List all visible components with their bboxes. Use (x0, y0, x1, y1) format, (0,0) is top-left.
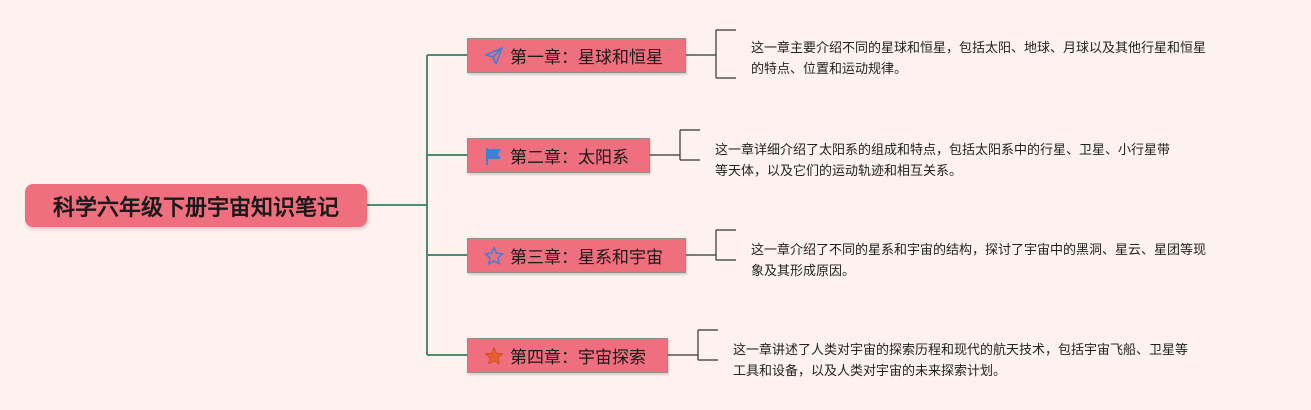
chapter-description-4: 这一章讲述了人类对宇宙的探索历程和现代的航天技术，包括宇宙飞船、卫星等 工具和设… (733, 340, 1188, 382)
star-outline-icon (484, 246, 504, 266)
chapter-node-4[interactable]: 第四章：宇宙探索 (467, 338, 668, 373)
flag-icon (484, 146, 504, 166)
paper-plane-icon (484, 46, 504, 66)
description-line: 的特点、位置和运动规律。 (751, 62, 908, 77)
chapter-label-3: 第三章：星系和宇宙 (510, 248, 663, 268)
description-line: 象及其形成原因。 (751, 264, 856, 279)
chapter-node-3[interactable]: 第三章：星系和宇宙 (467, 238, 686, 273)
chapter-label-1: 第一章：星球和恒星 (510, 48, 663, 68)
chapter-description-3: 这一章介绍了不同的星系和宇宙的结构，探讨了宇宙中的黑洞、星云、星团等现 象及其形… (751, 240, 1206, 282)
chapter-label-2: 第二章：太阳系 (510, 148, 629, 168)
description-line: 这一章讲述了人类对宇宙的探索历程和现代的航天技术，包括宇宙飞船、卫星等 (733, 343, 1189, 358)
bracket-4 (668, 329, 718, 361)
chapter-node-1[interactable]: 第一章：星球和恒星 (467, 38, 686, 73)
description-line: 这一章介绍了不同的星系和宇宙的结构，探讨了宇宙中的黑洞、星云、星团等现 (751, 243, 1207, 258)
description-line: 等天体，以及它们的运动轨迹和相互关系。 (715, 164, 963, 179)
bracket-2 (650, 129, 700, 161)
chapter-node-2[interactable]: 第二章：太阳系 (467, 138, 650, 173)
description-line: 工具和设备，以及人类对宇宙的未来探索计划。 (733, 364, 1007, 379)
root-node[interactable]: 科学六年级下册宇宙知识笔记 (25, 184, 367, 227)
description-line: 这一章主要介绍不同的星球和恒星，包括太阳、地球、月球以及其他行星和恒星 (751, 41, 1207, 56)
description-line: 这一章详细介绍了太阳系的组成和特点，包括太阳系中的行星、卫星、小行星带 (715, 143, 1171, 158)
bracket-1 (686, 29, 736, 79)
chapter-description-1: 这一章主要介绍不同的星球和恒星，包括太阳、地球、月球以及其他行星和恒星 的特点、… (751, 38, 1206, 80)
chapter-label-4: 第四章：宇宙探索 (510, 348, 646, 368)
star-filled-icon (484, 346, 504, 366)
bracket-3 (686, 229, 736, 261)
chapter-description-2: 这一章详细介绍了太阳系的组成和特点，包括太阳系中的行星、卫星、小行星带 等天体，… (715, 140, 1170, 182)
